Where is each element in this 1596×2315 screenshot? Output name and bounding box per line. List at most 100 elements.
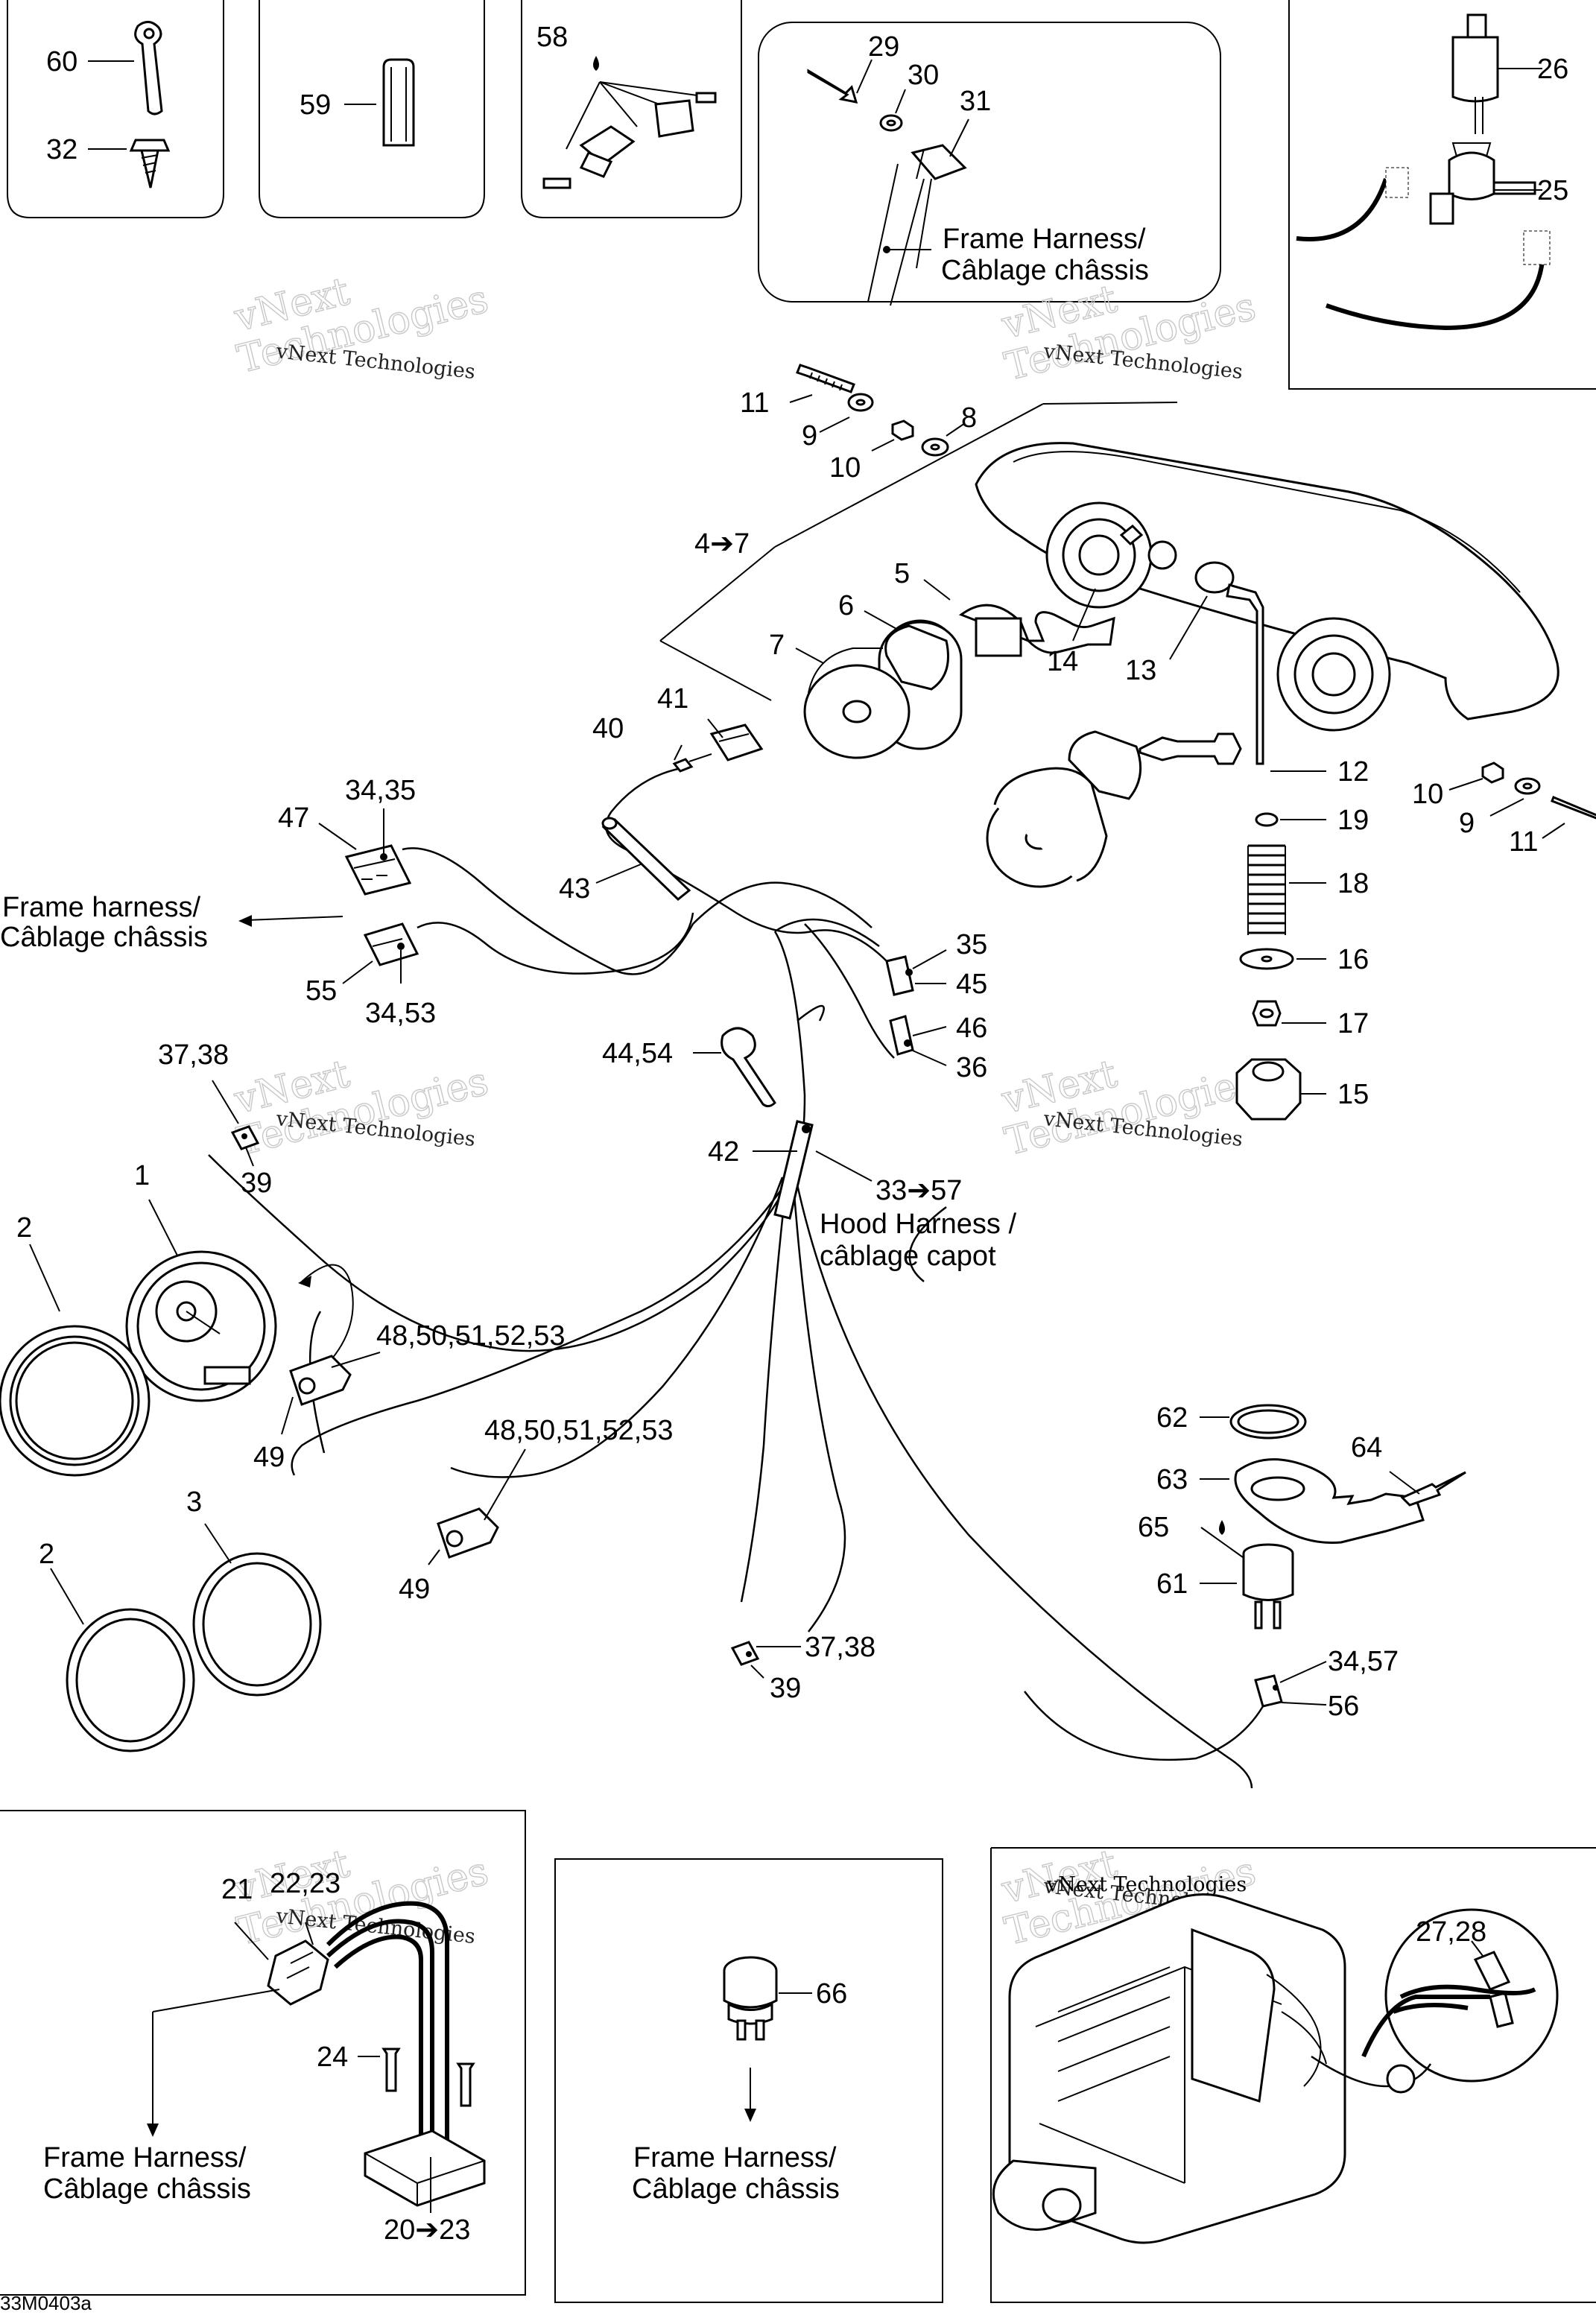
label-39a: 39 (241, 1168, 272, 1199)
label-19: 19 (1337, 805, 1369, 836)
label-7: 7 (769, 630, 785, 661)
washer-30 (879, 89, 906, 132)
label-58: 58 (536, 22, 568, 53)
label-62: 62 (1156, 1402, 1188, 1434)
label-cablage-top: Câblage châssis (941, 255, 1149, 286)
label-55: 55 (305, 975, 337, 1007)
label-33-57: 33➔57 (875, 1175, 962, 1206)
label-frame-harness-bm: Frame Harness/ (633, 2142, 837, 2173)
regulator-assembly (147, 1901, 486, 2213)
label-12: 12 (1337, 756, 1369, 788)
label-37-38b: 37,38 (805, 1632, 875, 1663)
bolt-11-washer-9-nut-10-washer-8 (789, 364, 966, 457)
sensor-26 (1451, 13, 1542, 134)
label-37-38a: 37,38 (158, 1039, 229, 1071)
connector-kit-58 (542, 56, 717, 189)
label-9b: 9 (1459, 808, 1475, 839)
connector-47 (318, 808, 412, 896)
rivet-29 (807, 59, 873, 104)
label-21: 21 (221, 1874, 253, 1905)
connector-37-38-bottom (730, 1641, 801, 1679)
connector-37-38-top (212, 1080, 260, 1167)
label-61: 61 (1156, 1568, 1188, 1600)
rivet-64 (1389, 1471, 1466, 1507)
harness-connector-49b (428, 1448, 526, 1565)
label-8: 8 (961, 402, 977, 434)
label-64: 64 (1351, 1432, 1382, 1463)
label-34-53: 34,53 (365, 998, 436, 1029)
label-48-53a: 48,50,51,52,53 (376, 1320, 566, 1352)
label-15: 15 (1337, 1079, 1369, 1110)
label-22-23: 22,23 (270, 1868, 341, 1899)
sensor-25 (1296, 142, 1551, 331)
label-43: 43 (559, 873, 590, 905)
adjuster-stack (1235, 761, 1596, 1121)
label-frame-harness-left: Frame harness/ (2, 892, 201, 923)
label-49a: 49 (253, 1442, 285, 1473)
label-31: 31 (960, 86, 991, 117)
bulb-5-socket-6-cap-7 (803, 604, 1115, 759)
label-frame-harness-top: Frame Harness/ (943, 224, 1146, 255)
gauge-1 (125, 1199, 277, 1402)
label-frame-harness-bl: Frame Harness/ (43, 2142, 247, 2173)
label-29: 29 (868, 31, 899, 63)
cable-tie-60 (88, 21, 163, 115)
label-17: 17 (1337, 1008, 1369, 1039)
label-cablage-bl: Câblage châssis (43, 2173, 251, 2205)
label-2b: 2 (39, 1539, 54, 1570)
switch-66 (723, 1956, 812, 2122)
leader-4-7 (659, 402, 1178, 701)
label-27-28: 27,28 (1416, 1916, 1486, 1948)
label-44-54: 44,54 (602, 1038, 673, 1069)
label-2a: 2 (16, 1212, 32, 1244)
label-4-7: 4➔7 (694, 528, 750, 560)
connector-55 (342, 922, 419, 984)
label-14: 14 (1047, 646, 1078, 677)
clip-59 (344, 58, 415, 147)
label-watermark-engine: vNext Technologies (1046, 1873, 1247, 1896)
adjuster-13 (1169, 561, 1264, 765)
headlight-housing (975, 442, 1559, 732)
bezel-2-top (0, 1244, 151, 1477)
label-6: 6 (838, 590, 854, 621)
label-1: 1 (134, 1160, 150, 1191)
label-20-23: 20➔23 (384, 2214, 470, 2246)
lamp-61 (1200, 1543, 1294, 1630)
hood-harness (208, 766, 1253, 1789)
label-30: 30 (908, 60, 939, 91)
label-18: 18 (1337, 868, 1369, 899)
label-40: 40 (592, 713, 624, 744)
label-48-53b: 48,50,51,52,53 (484, 1415, 674, 1446)
spring-18 (1247, 844, 1286, 935)
label-63: 63 (1156, 1464, 1188, 1495)
label-10b: 10 (1412, 779, 1443, 810)
label-32: 32 (46, 134, 77, 165)
label-65: 65 (1138, 1512, 1169, 1543)
label-11a: 11 (740, 387, 769, 419)
connector-35-45 (885, 949, 947, 996)
screw-32 (88, 139, 171, 189)
connector-46-36 (889, 1015, 947, 1066)
label-5: 5 (894, 558, 910, 589)
connector-56 (1024, 1661, 1327, 1761)
label-47: 47 (278, 802, 309, 834)
lens-3 (192, 1523, 322, 1697)
sleeve-43 (595, 817, 691, 901)
label-34-57: 34,57 (1328, 1646, 1399, 1677)
label-56: 56 (1328, 1691, 1359, 1722)
label-25: 25 (1537, 175, 1568, 206)
label-34-35: 34,35 (345, 775, 416, 806)
harness-connector-49a (281, 1352, 381, 1435)
label-26: 26 (1537, 54, 1568, 85)
sleeve-42 (753, 1120, 873, 1220)
label-cablage-bm: Câblage châssis (632, 2173, 840, 2205)
label-59: 59 (300, 89, 331, 121)
label-3: 3 (186, 1486, 202, 1518)
second-bulb-assembly (986, 730, 1242, 888)
clip-31 (867, 118, 969, 306)
frame-harness-arrow-left (238, 915, 343, 927)
connector-41-40 (672, 718, 764, 773)
diagram-code: 33M0403a (0, 2292, 92, 2314)
label-35: 35 (956, 929, 987, 960)
